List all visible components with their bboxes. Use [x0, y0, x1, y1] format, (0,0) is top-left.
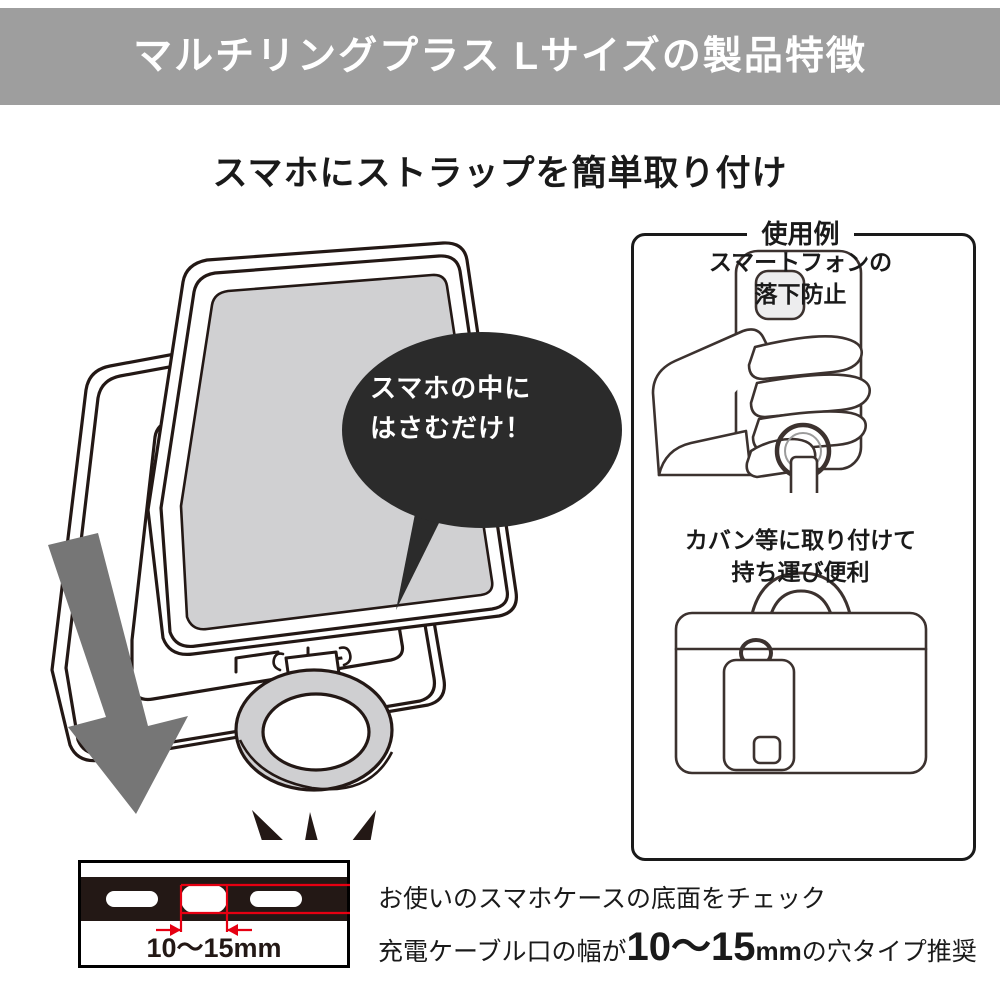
bag-caption-line-1: カバン等に取り付けて: [684, 527, 917, 553]
note-line-1: お使いのスマホケースの底面をチェック: [378, 885, 827, 913]
sparkle-marks: [252, 810, 376, 840]
phone-insert-illustration: [40, 240, 600, 840]
insert-direction-arrow: [48, 533, 188, 814]
use-examples-legend: 使用例: [631, 214, 970, 254]
measure-label: 10〜15mm: [146, 933, 281, 963]
hand-caption-line-2: 落下防止: [754, 281, 847, 308]
bag-caption-line-2: 持ち運び便利: [731, 559, 870, 586]
header-band: マルチリングプラス Lサイズの製品特徴: [0, 8, 1000, 105]
callout-bubble: スマホの中に はさむだけ！: [330, 310, 630, 670]
note-line-2-value: 10〜15: [626, 925, 756, 970]
strap-ring: [234, 668, 394, 792]
bag-with-phone-figure: [631, 565, 970, 780]
hand-figure-caption: スマートフォンの 落下防止: [631, 246, 970, 310]
case-bottom-measure-diagram: 10〜15mm: [78, 860, 350, 968]
note-line-2-suffix: の穴タイプ推奨: [801, 938, 977, 967]
hand-holding-phone-figure: [631, 243, 970, 493]
bottom-notes: お使いのスマホケースの底面をチェック 充電ケーブル口の幅が 10〜15 mm の…: [378, 884, 978, 969]
bag-figure-caption: カバン等に取り付けて 持ち運び便利: [631, 524, 970, 588]
callout-line-1: スマホの中に: [370, 373, 532, 403]
note-line-2-prefix: 充電ケーブル口の幅が: [378, 938, 627, 967]
hand-caption-line-1: スマートフォンの: [708, 249, 893, 275]
note-line-2-unit: mm: [755, 936, 802, 967]
use-examples-legend-label: 使用例: [747, 214, 854, 254]
section-subtitle: スマホにストラップを簡単取り付け: [212, 154, 788, 193]
callout-text: スマホの中に はさむだけ！: [370, 368, 580, 449]
callout-line-2: はさむだけ！: [370, 413, 533, 444]
note-line-2: 充電ケーブル口の幅が 10〜15 mm の穴タイプ推奨: [378, 927, 978, 968]
page-title: マルチリングプラス Lサイズの製品特徴: [133, 35, 867, 78]
